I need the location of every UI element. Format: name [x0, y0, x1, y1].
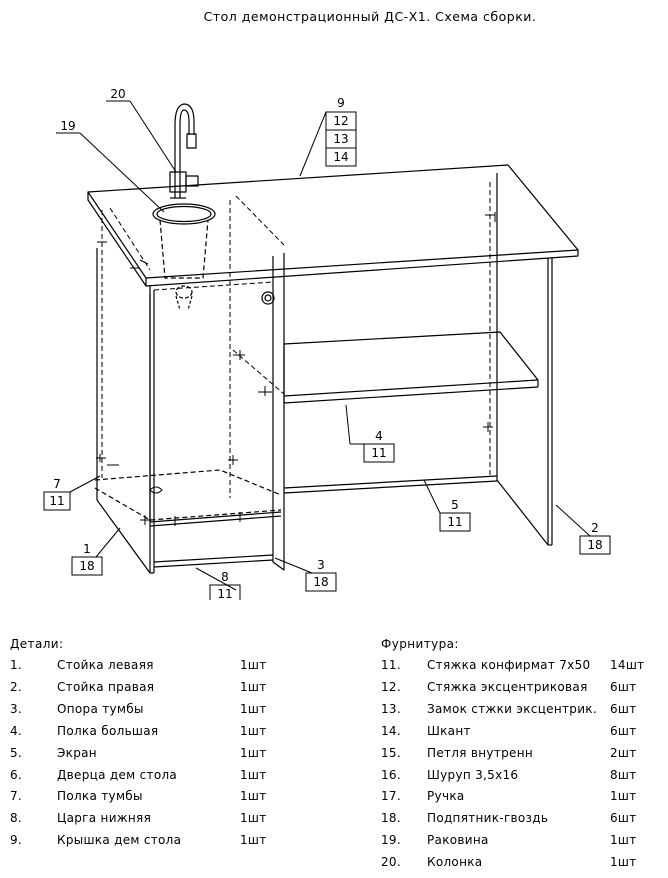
- item-name: Раковина: [427, 833, 489, 848]
- callout-4: 4 11: [371, 429, 387, 460]
- item-number: 11.: [381, 658, 401, 672]
- item-number: 17.: [381, 789, 401, 804]
- callout-9-qty-13: 13: [333, 132, 349, 146]
- callout-9-qty-12: 12: [333, 114, 349, 128]
- item-name: Подпятник-гвоздь: [427, 811, 549, 826]
- hardware-heading: Фурнитура:: [381, 637, 459, 651]
- door-handle: [261, 291, 275, 305]
- item-name: Ручка: [427, 789, 465, 804]
- item-quantity: 6шт: [610, 811, 637, 826]
- item-name: Экран: [57, 745, 97, 760]
- item-quantity: 6шт: [610, 701, 637, 716]
- item-quantity: 1шт: [240, 701, 267, 716]
- screen-panel: [283, 475, 498, 494]
- callout-8: 8 11: [217, 570, 233, 601]
- item-name: Опора тумбы: [57, 701, 144, 716]
- cabinet-door: [149, 294, 282, 527]
- item-name: Полка большая: [57, 723, 159, 738]
- item-quantity: 1шт: [610, 833, 637, 848]
- item-number: 7.: [10, 789, 23, 804]
- callout-9: 9: [337, 96, 345, 110]
- item-quantity: 6шт: [610, 723, 637, 738]
- callout-5: 5 11: [447, 498, 463, 529]
- item-number: 6.: [10, 767, 23, 782]
- item-name: Стойка леваяя: [57, 658, 154, 672]
- item-name: Дверца дем стола: [57, 767, 178, 782]
- faucet: [169, 103, 199, 199]
- cabinet-shelf: [94, 469, 282, 521]
- item-name: Полка тумбы: [57, 789, 143, 804]
- big-shelf: [283, 331, 539, 404]
- item-number: 2.: [10, 679, 23, 694]
- callout-3: 3 18: [313, 558, 329, 589]
- item-number: 19.: [381, 833, 401, 848]
- item-number: 15.: [381, 745, 401, 760]
- item-name: Петля внутренн: [427, 745, 534, 760]
- item-name: Царга нижняя: [57, 811, 152, 826]
- sink-bowl: [152, 203, 216, 311]
- callout-2: 2 18: [587, 521, 603, 552]
- details-heading: Детали:: [10, 637, 64, 651]
- item-quantity: 1шт: [240, 658, 267, 672]
- item-number: 1.: [10, 658, 23, 672]
- item-name: Шуруп 3,5х16: [427, 767, 519, 782]
- item-number: 14.: [381, 723, 401, 738]
- item-number: 20.: [381, 855, 401, 870]
- item-name: Стойка правая: [57, 679, 155, 694]
- item-quantity: 1шт: [240, 745, 267, 760]
- item-quantity: 1шт: [240, 723, 267, 738]
- item-number: 4.: [10, 723, 23, 738]
- item-name: Шкант: [427, 723, 471, 738]
- item-number: 5.: [10, 745, 23, 760]
- item-quantity: 1шт: [240, 679, 267, 694]
- item-number: 16.: [381, 767, 401, 782]
- item-number: 3.: [10, 701, 23, 716]
- drawing-title: Стол демонстрационный ДС-Х1. Схема сборк…: [203, 9, 537, 24]
- item-number: 12.: [381, 679, 401, 694]
- item-quantity: 1шт: [240, 789, 267, 804]
- item-quantity: 8шт: [610, 767, 637, 782]
- right-side-panel: [496, 173, 553, 546]
- item-number: 8.: [10, 811, 23, 826]
- item-quantity: 6шт: [610, 679, 637, 694]
- cabinet-support: [272, 253, 285, 571]
- item-name: Стяжка эксцентриковая: [427, 679, 588, 694]
- callout-9-qty-14: 14: [333, 150, 349, 164]
- item-name: Стяжка конфирмат 7х50: [427, 658, 591, 672]
- item-number: 18.: [381, 811, 401, 826]
- details-list: 1. Стойка леваяя 1шт 2. Стойка правая 1шт 3. Оп…: [10, 658, 290, 858]
- assembly-drawing: [43, 100, 611, 600]
- item-quantity: 1шт: [240, 767, 267, 782]
- item-quantity: 1шт: [610, 855, 637, 870]
- item-quantity: 2шт: [610, 745, 637, 760]
- hardware-list: 11. Стяжка конфирмат 7х50 14шт 12. Стяжка эк…: [381, 658, 661, 878]
- item-number: 13.: [381, 701, 401, 716]
- tabletop: [87, 164, 579, 287]
- item-quantity: 1шт: [240, 811, 267, 826]
- item-quantity: 1шт: [240, 833, 267, 848]
- item-quantity: 14шт: [610, 658, 645, 672]
- bottom-rail: [153, 554, 274, 568]
- item-name: Колонка: [427, 855, 483, 870]
- callout-7: 7 11: [49, 477, 65, 508]
- callout-20: 20: [110, 87, 126, 101]
- item-number: 9.: [10, 833, 23, 848]
- item-quantity: 1шт: [610, 789, 637, 804]
- callout-19: 19: [60, 119, 76, 133]
- callout-1: 1 18: [79, 542, 95, 573]
- item-name: Крышка дем стола: [57, 833, 182, 848]
- item-name: Замок стжки эксцентрик.: [427, 701, 597, 716]
